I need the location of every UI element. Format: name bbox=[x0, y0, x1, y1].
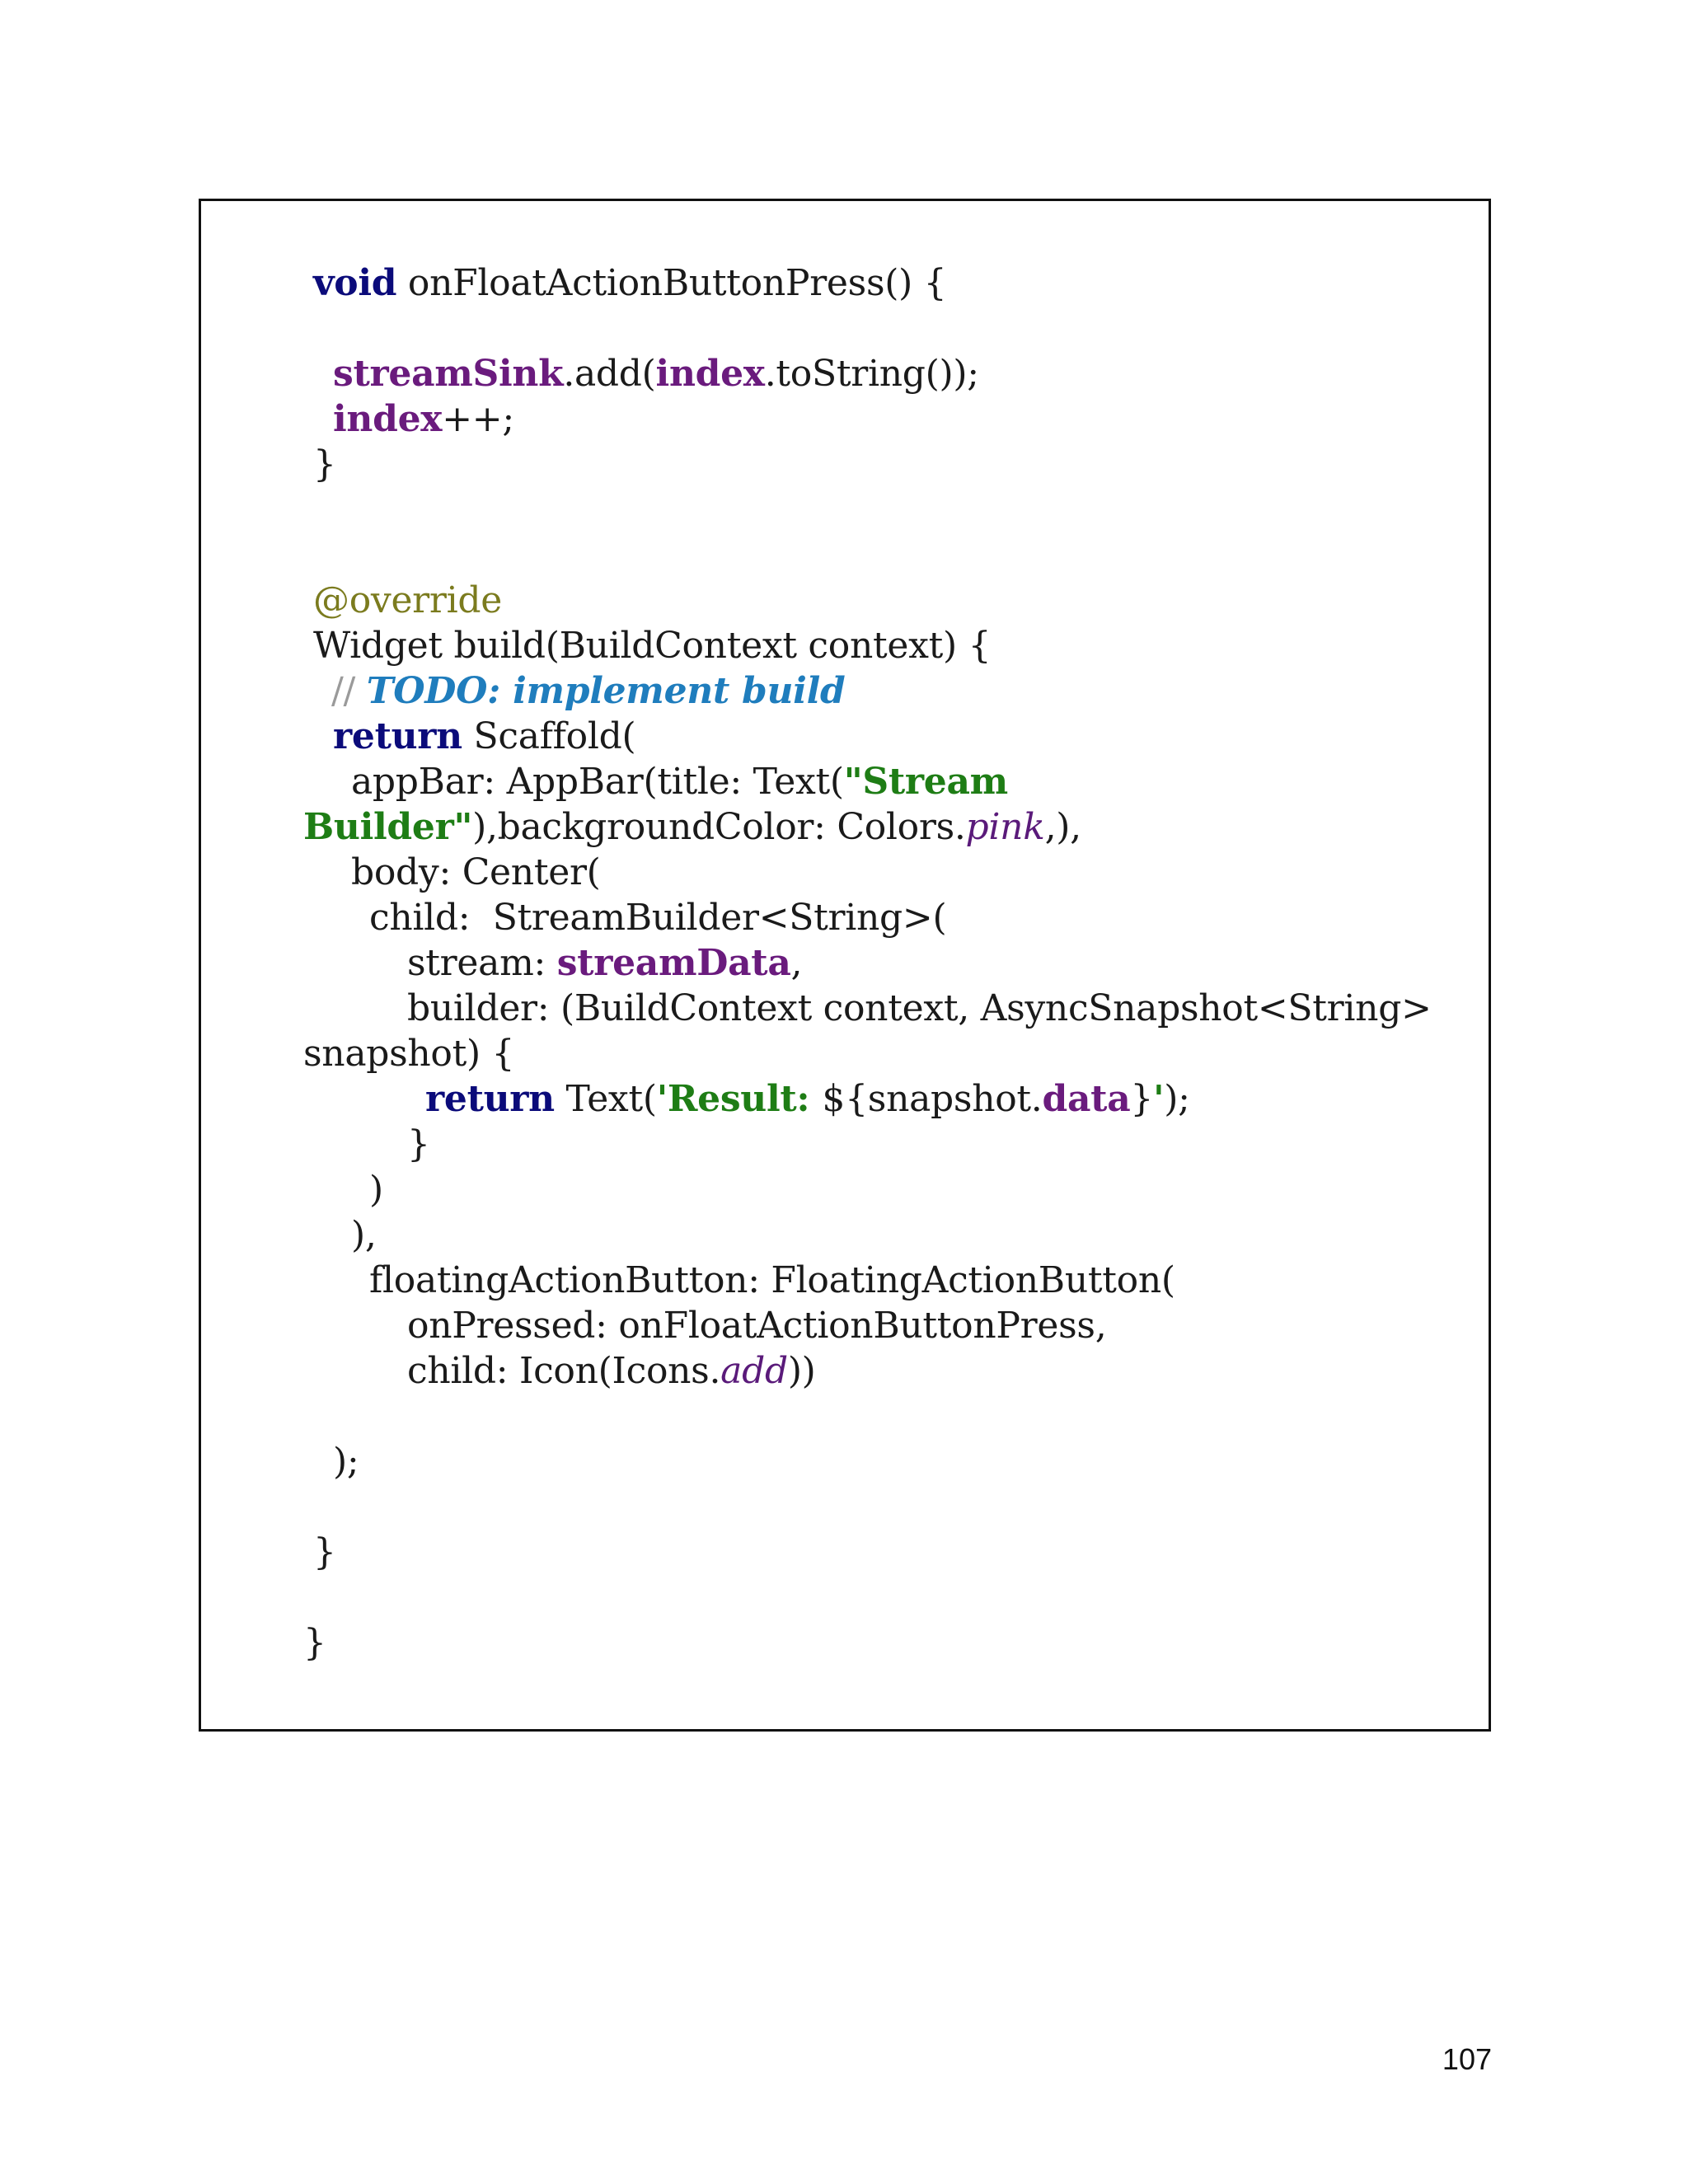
code-text: snapshot) { bbox=[303, 1033, 515, 1075]
code-text: ++; bbox=[442, 398, 514, 440]
code-text: onPressed: onFloatActionButtonPress, bbox=[407, 1305, 1107, 1347]
code-line-11: body: Center( bbox=[351, 850, 601, 896]
constant: pink bbox=[965, 806, 1045, 848]
code-line-2: streamSink.add(index.toString()); bbox=[333, 351, 979, 397]
code-text: Scaffold( bbox=[462, 715, 636, 757]
code-text: } bbox=[313, 1531, 336, 1573]
code-text: Text( bbox=[554, 1078, 657, 1120]
todo-comment: TODO: implement build bbox=[366, 670, 846, 712]
comment-slashes: // bbox=[331, 670, 367, 712]
code-line-19: ), bbox=[351, 1212, 377, 1258]
code-text: appBar: AppBar(title: Text( bbox=[351, 761, 844, 803]
code-line-24: } bbox=[313, 1530, 336, 1576]
field-name: streamData bbox=[556, 942, 791, 984]
code-text: floatingActionButton: FloatingActionButt… bbox=[369, 1259, 1175, 1301]
code-line-12: child: StreamBuilder<String>( bbox=[369, 895, 947, 941]
code-line-16: return Text('Result: ${snapshot.data}'); bbox=[425, 1076, 1190, 1122]
constant: add bbox=[720, 1350, 788, 1392]
code-line-8: return Scaffold( bbox=[333, 714, 636, 760]
keyword: return bbox=[333, 715, 462, 757]
code-line-1: void onFloatActionButtonPress() { bbox=[313, 260, 947, 307]
code-line-5: @override bbox=[313, 578, 502, 624]
code-text: child: StreamBuilder<String>( bbox=[369, 897, 947, 939]
code-text: } bbox=[1130, 1078, 1154, 1120]
code-text: ) bbox=[369, 1169, 383, 1211]
code-line-7: // TODO: implement build bbox=[331, 668, 846, 715]
code-text: } bbox=[313, 443, 336, 485]
code-line-15: snapshot) { bbox=[303, 1031, 515, 1077]
code-line-3: index++; bbox=[333, 396, 514, 443]
code-line-22: child: Icon(Icons.add)) bbox=[407, 1348, 816, 1394]
code-text: ${snapshot. bbox=[822, 1078, 1043, 1120]
page-number: 107 bbox=[1442, 2042, 1492, 2076]
code-text: } bbox=[303, 1622, 326, 1664]
code-line-25: } bbox=[303, 1620, 326, 1666]
string-literal: "Stream bbox=[843, 761, 1008, 803]
code-line-10: Builder"),backgroundColor: Colors.pink,)… bbox=[303, 804, 1081, 851]
code-text: ); bbox=[1164, 1078, 1190, 1120]
field-name: streamSink bbox=[333, 353, 564, 395]
code-text: ,), bbox=[1044, 806, 1082, 848]
code-text: ),backgroundColor: Colors. bbox=[472, 806, 966, 848]
code-text: onFloatActionButtonPress() { bbox=[396, 262, 947, 304]
code-listing-box: void onFloatActionButtonPress() { stream… bbox=[199, 199, 1491, 1732]
code-line-14: builder: (BuildContext context, AsyncSna… bbox=[407, 986, 1432, 1032]
keyword: return bbox=[425, 1078, 555, 1120]
code-line-13: stream: streamData, bbox=[407, 940, 803, 987]
string-literal: 'Result: bbox=[656, 1078, 823, 1120]
code-text: child: Icon(Icons. bbox=[407, 1350, 721, 1392]
code-line-9: appBar: AppBar(title: Text("Stream bbox=[351, 759, 1008, 805]
field-name: index bbox=[655, 353, 766, 395]
code-text: stream: bbox=[407, 942, 557, 984]
string-literal: Builder" bbox=[303, 806, 473, 848]
code-text: Widget build(BuildContext context) { bbox=[313, 625, 992, 667]
string-literal: ' bbox=[1153, 1078, 1165, 1120]
keyword: void bbox=[313, 262, 397, 304]
code-line-18: ) bbox=[369, 1167, 383, 1213]
code-line-23: ); bbox=[333, 1439, 359, 1485]
code-text: body: Center( bbox=[351, 851, 601, 893]
code-text: } bbox=[407, 1123, 430, 1165]
field-name: index bbox=[333, 398, 443, 440]
code-text: .add( bbox=[563, 353, 656, 395]
code-line-21: onPressed: onFloatActionButtonPress, bbox=[407, 1303, 1107, 1349]
code-text: )) bbox=[787, 1350, 816, 1392]
annotation: @override bbox=[313, 579, 503, 621]
code-text: .toString()); bbox=[764, 353, 979, 395]
code-line-4: } bbox=[313, 442, 336, 488]
code-line-6: Widget build(BuildContext context) { bbox=[313, 623, 992, 669]
code-text: ); bbox=[333, 1441, 359, 1483]
code-line-17: } bbox=[407, 1122, 430, 1168]
field-name: data bbox=[1042, 1078, 1131, 1120]
code-text: ), bbox=[351, 1214, 377, 1256]
code-text: , bbox=[790, 942, 803, 984]
code-line-20: floatingActionButton: FloatingActionButt… bbox=[369, 1258, 1175, 1304]
code-text: builder: (BuildContext context, AsyncSna… bbox=[407, 987, 1432, 1029]
